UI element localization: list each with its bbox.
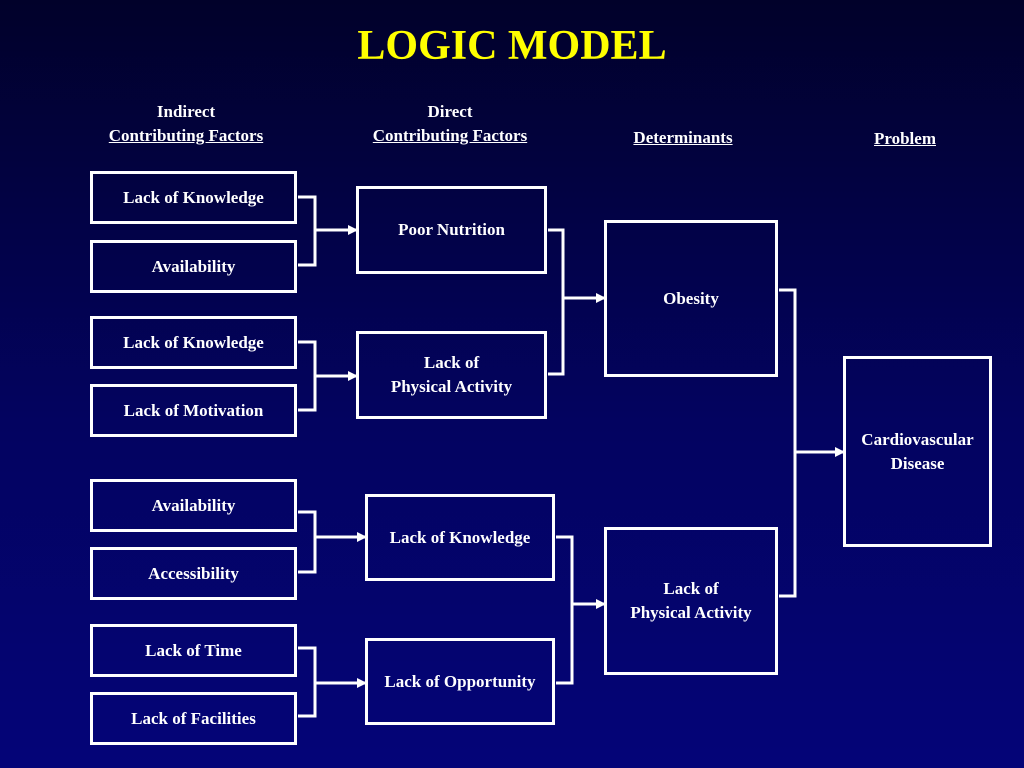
direct-factor-line: Poor Nutrition: [398, 220, 505, 239]
indirect-factor-label: Availability: [151, 256, 236, 276]
direct-factor-line: Lack of Knowledge: [389, 527, 531, 547]
connector-bracket: [779, 288, 797, 598]
column-header-direct: Direct Contributing Factors: [350, 100, 550, 148]
determinant-line: Obesity: [663, 288, 719, 308]
indirect-factor-label: Lack of Facilities: [131, 708, 256, 728]
column-header-determinants: Determinants: [603, 126, 763, 150]
indirect-factor-box: Availability: [90, 479, 297, 532]
connector-bracket: [298, 510, 317, 574]
column-header-indirect: Indirect Contributing Factors: [86, 100, 286, 148]
indirect-factor-label: Lack of Motivation: [123, 400, 264, 420]
direct-factor-label: Lack of Physical Activity: [391, 351, 512, 399]
indirect-factor-label: Lack of Knowledge: [123, 332, 264, 352]
problem-line: Disease: [890, 453, 945, 473]
direct-factor-label: Lack of Opportunity: [384, 670, 535, 694]
determinant-label: Lack of Physical Activity: [630, 577, 751, 625]
connector-bracket: [548, 228, 565, 376]
column-header-indirect-line2: Contributing Factors: [108, 126, 264, 145]
direct-factor-line: Lack of: [423, 353, 480, 372]
direct-factor-line: Lack of Opportunity: [384, 671, 536, 691]
problem-line: Cardiovascular: [861, 429, 974, 449]
page-title: LOGIC MODEL: [357, 23, 667, 69]
indirect-factor-box: Accessibility: [90, 547, 297, 600]
column-header-indirect-line1: Indirect: [156, 102, 216, 121]
column-header-determinants-label: Determinants: [633, 128, 733, 147]
determinant-line: Physical Activity: [630, 603, 752, 622]
indirect-factor-label: Accessibility: [148, 563, 239, 583]
indirect-factor-box: Lack of Time: [90, 624, 297, 677]
connector-bracket: [298, 646, 317, 718]
column-header-problem-label: Problem: [873, 129, 936, 148]
indirect-factor-box: Lack of Motivation: [90, 384, 297, 437]
indirect-factor-label: Lack of Knowledge: [123, 187, 264, 207]
indirect-factor-box: Availability: [90, 240, 297, 293]
indirect-factor-label: Lack of Time: [145, 640, 242, 660]
direct-factor-label: Lack of Knowledge: [390, 526, 531, 550]
column-header-problem: Problem: [845, 127, 965, 151]
indirect-factor-label: Availability: [151, 495, 236, 515]
determinant-label: Obesity: [663, 287, 719, 311]
determinant-box: Lack of Physical Activity: [604, 527, 778, 675]
column-header-direct-line1: Direct: [427, 102, 473, 121]
problem-label: Cardiovascular Disease: [861, 428, 973, 476]
column-header-direct-line2: Contributing Factors: [372, 126, 528, 145]
connector-bracket: [298, 340, 317, 412]
determinant-line: Lack of: [663, 579, 719, 598]
direct-factor-line: Physical Activity: [390, 377, 513, 396]
indirect-factor-box: Lack of Knowledge: [90, 316, 297, 369]
connector-bracket: [556, 535, 574, 685]
indirect-factor-box: Lack of Facilities: [90, 692, 297, 745]
direct-factor-label: Poor Nutrition: [398, 218, 505, 242]
connector-bracket: [298, 195, 317, 267]
indirect-factor-box: Lack of Knowledge: [90, 171, 297, 224]
